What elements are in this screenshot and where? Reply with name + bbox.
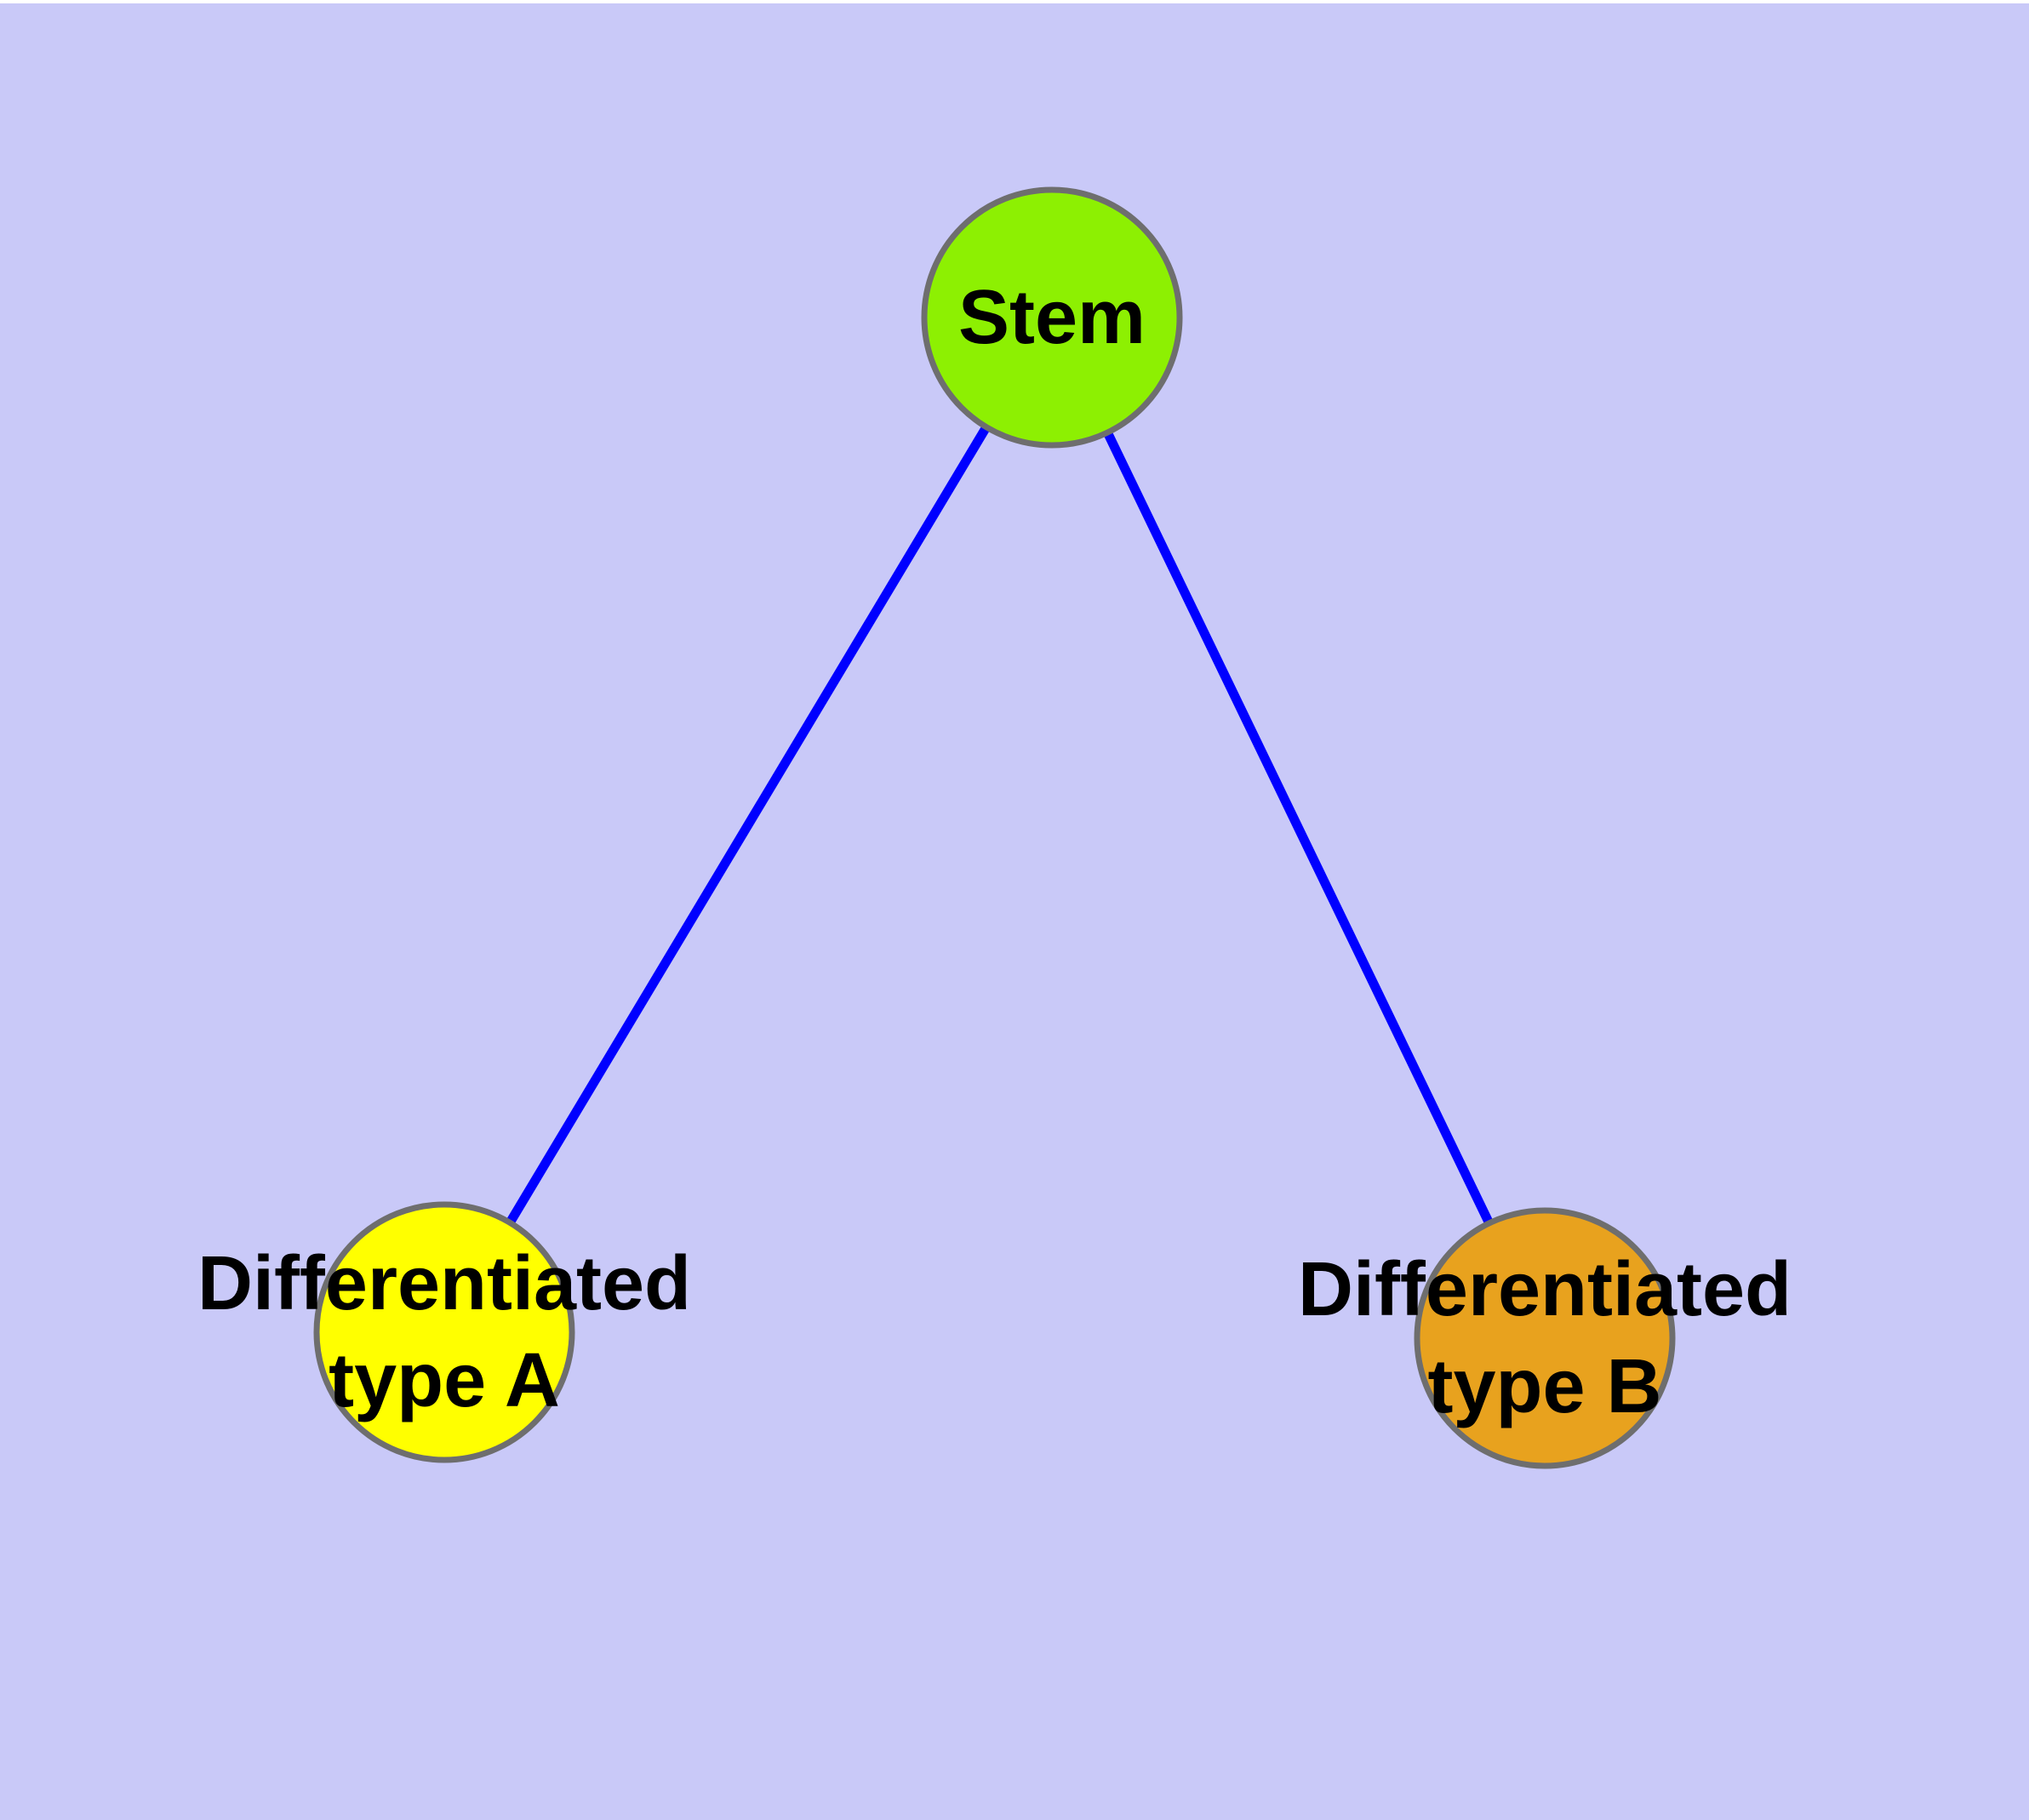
node-type-a-label-line1: Differentiated	[197, 1241, 691, 1326]
node-type-a-circle	[313, 1201, 575, 1463]
edge-stem-to-type-b	[1048, 315, 1549, 1341]
node-type-b-label-line1: Differentiated	[1298, 1247, 1792, 1332]
node-type-b-circle	[1414, 1207, 1676, 1469]
edge-stem-to-type-a	[440, 315, 1056, 1335]
node-type-a-label-line2: type A	[329, 1338, 560, 1423]
node-type-b-label-line2: type B	[1427, 1344, 1661, 1429]
node-stem-label: Stem	[958, 275, 1146, 360]
node-stem-circle	[921, 186, 1183, 449]
